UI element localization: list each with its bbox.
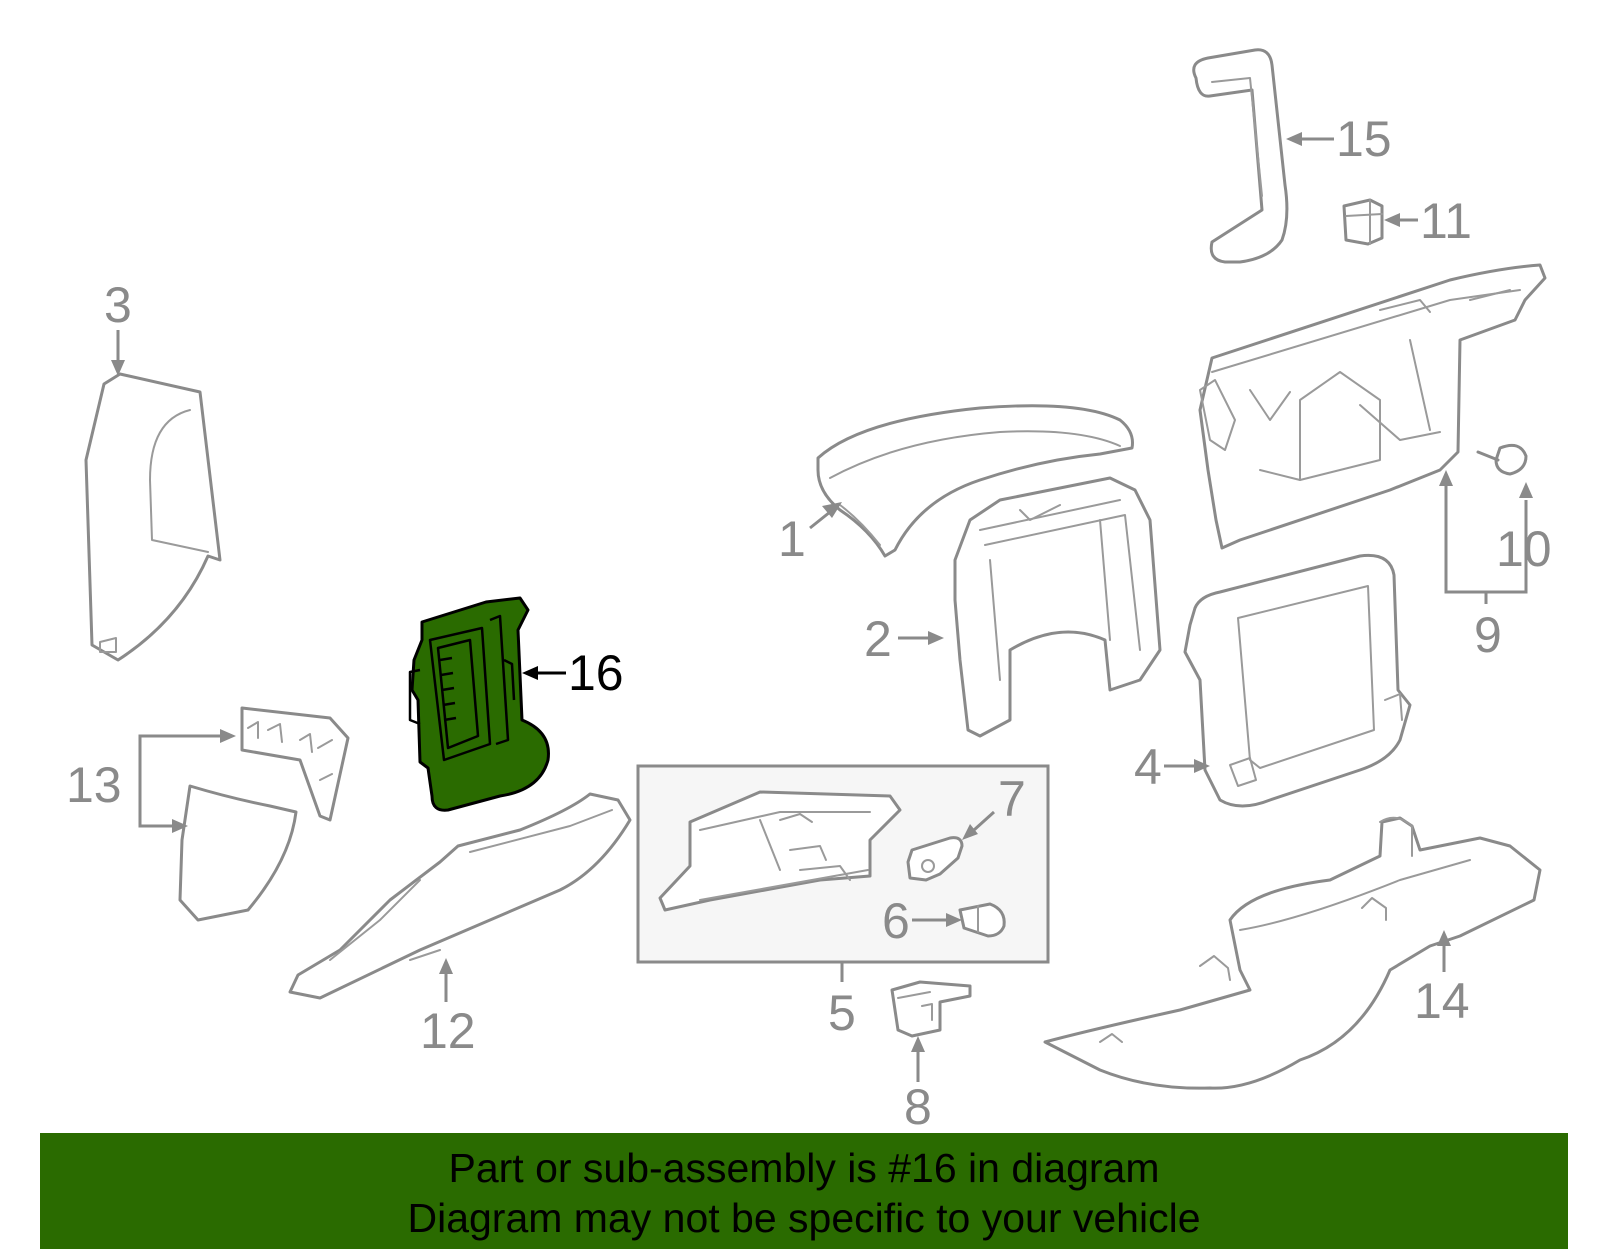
part-2-cluster-bezel (953, 476, 1162, 738)
callout-1: 1 (778, 511, 806, 567)
banner-line-2: Diagram may not be specific to your vehi… (407, 1195, 1201, 1241)
part-12-lower-trim (288, 792, 632, 1000)
part-11-clip (1342, 198, 1384, 246)
callout-15: 15 (1336, 111, 1392, 167)
callout-11: 11 (1420, 193, 1472, 249)
callout-2: 2 (864, 611, 892, 667)
part-4-panel-bezel (1183, 553, 1412, 808)
part-1-upper-pad (816, 404, 1134, 558)
part-8-switch (890, 980, 972, 1038)
part-10-bolt (1476, 443, 1528, 476)
callout-labels: 15 11 3 1 2 10 9 4 16 13 7 6 5 12 8 14 (66, 111, 1552, 1135)
callout-6: 6 (882, 893, 910, 949)
info-banner: Part or sub-assembly is #16 in diagram D… (40, 1133, 1568, 1249)
part-16-vent-highlighted (408, 596, 550, 812)
callout-3: 3 (104, 277, 132, 333)
callout-16: 16 (568, 645, 624, 701)
part-3-side-cover (84, 372, 222, 662)
callout-14: 14 (1414, 973, 1470, 1029)
callout-4: 4 (1134, 739, 1162, 795)
callout-7: 7 (998, 771, 1026, 827)
part-13-cover-and-clips (178, 706, 350, 922)
part-9-panel-support (1198, 263, 1547, 550)
part-15-trim (1192, 48, 1289, 264)
callout-13: 13 (66, 757, 122, 813)
banner-line-1: Part or sub-assembly is #16 in diagram (448, 1145, 1160, 1191)
part-14-lower-panel (1043, 816, 1542, 1090)
part-5-group-box (636, 764, 1050, 964)
callout-5: 5 (828, 985, 856, 1041)
callout-12: 12 (420, 1003, 476, 1059)
callout-9: 9 (1474, 607, 1502, 663)
callout-10: 10 (1496, 521, 1552, 577)
leader-lines (111, 132, 1533, 1082)
callout-8: 8 (904, 1079, 932, 1135)
